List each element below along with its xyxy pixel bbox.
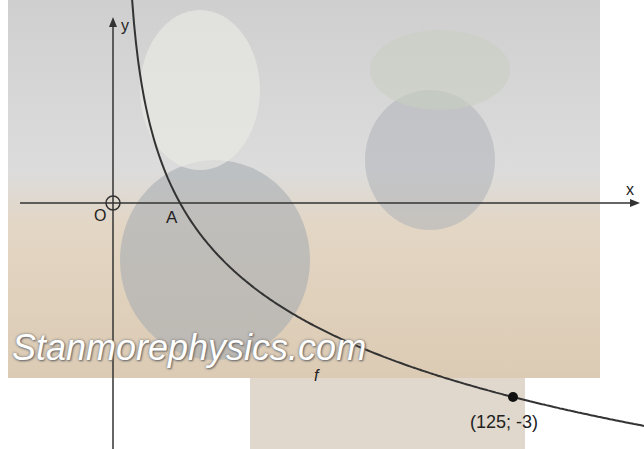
plant-leaves <box>370 30 510 110</box>
origin-label: O <box>94 208 106 224</box>
plant-pot <box>365 90 495 230</box>
axis-arrow <box>630 199 640 207</box>
plant-leaves <box>140 10 260 170</box>
axis-label: x <box>626 182 634 198</box>
coordinate-label: (125; -3) <box>470 413 538 431</box>
point-label: A <box>166 209 177 226</box>
watermark: Stanmorephysics.com <box>12 330 366 366</box>
point-dot <box>508 392 518 402</box>
origin-mark <box>106 196 120 210</box>
y-axis <box>112 24 114 449</box>
axis-label: y <box>121 18 129 34</box>
function-label: f <box>314 368 318 384</box>
axis-arrow <box>109 17 117 27</box>
x-axis <box>20 202 634 204</box>
